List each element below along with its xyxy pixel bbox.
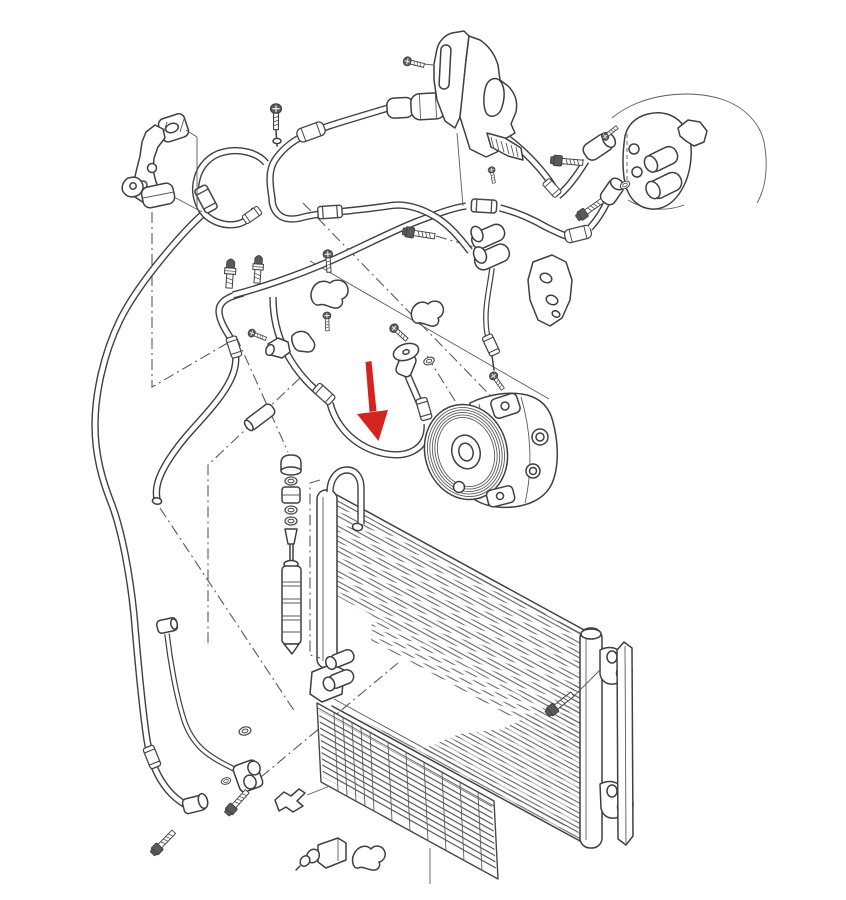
hose-sleeve-bottom — [142, 744, 162, 770]
union-bolt — [401, 225, 436, 242]
plate-port-upper — [643, 145, 679, 173]
plate-hole-2 — [631, 166, 643, 178]
hose-sleeve-3 — [470, 198, 498, 214]
hose-sleeve-part — [243, 403, 276, 432]
shield-screw — [401, 55, 426, 71]
fitting-bolt-2 — [222, 787, 252, 818]
receiver-drier — [280, 454, 321, 659]
body-contour-1 — [611, 93, 767, 204]
leader-bracket-bolt — [571, 668, 602, 699]
centerline-oring — [426, 355, 463, 413]
pipe-end-elbow — [155, 617, 179, 634]
hose-end-fitting — [181, 792, 209, 815]
plate-hook-bracket — [677, 119, 708, 147]
hose-sleeve-left — [225, 334, 243, 360]
condenser-top-edge-2 — [335, 499, 585, 637]
drier-oring-3 — [284, 516, 298, 526]
condenser-top-edge — [336, 494, 587, 632]
oring-2 — [220, 776, 232, 786]
retaining-clip — [274, 788, 306, 813]
hose-union-upper — [582, 131, 617, 161]
oring-1 — [237, 724, 253, 738]
condenser-inlet-pipe-end — [351, 522, 364, 532]
top-stud-bolt — [269, 103, 283, 147]
body-bracket — [527, 254, 573, 327]
drier-oring-1 — [284, 476, 298, 486]
hose-top-fitting — [392, 342, 420, 378]
condenser-fins-upper-streaks — [335, 500, 585, 730]
loop-ferrule-right — [241, 205, 263, 225]
shield-slot — [438, 44, 452, 90]
hose-ferrule-right — [414, 396, 434, 422]
hose-coupling-top-3 — [541, 177, 563, 199]
service-valve-1 — [223, 258, 238, 289]
fitting-bolt-1 — [148, 827, 178, 858]
leader-long — [309, 260, 550, 400]
shield-kidney-hole — [483, 77, 505, 117]
grille-dividers — [333, 712, 483, 872]
condenser-bottom-edge-2 — [333, 698, 579, 833]
oring-hose — [422, 355, 436, 367]
leader-bolt-fitting — [435, 235, 475, 248]
firewall-connector — [527, 93, 767, 327]
mounting-bracket — [121, 113, 203, 213]
centerline-to-drier — [235, 335, 289, 453]
compressor-lugs — [452, 392, 549, 508]
drier-oring-2 — [284, 505, 298, 515]
fitting-screw — [387, 321, 411, 344]
pipe-block-fitting — [232, 759, 264, 793]
clamp-cluster — [310, 248, 349, 332]
plate-port-lower — [645, 171, 683, 200]
heat-shield — [401, 30, 524, 207]
union-bolt-upper — [549, 154, 584, 169]
hose-ferrule-z — [481, 332, 501, 358]
hose-sleeve-1 — [316, 204, 344, 220]
leader-shield — [456, 132, 464, 207]
plate-hole-1 — [628, 143, 640, 155]
drier-connector — [284, 528, 298, 545]
air-grille — [306, 702, 499, 880]
compressor-port-stud — [487, 369, 507, 393]
leader-grille-clip — [306, 785, 331, 796]
condenser-fins-lower-streaks — [348, 678, 580, 841]
temperature-sensor — [295, 837, 347, 871]
hose-coupling-right — [562, 223, 594, 245]
service-valve-2 — [251, 254, 265, 284]
compressor-face-line — [520, 396, 531, 504]
red-arrow — [357, 361, 388, 441]
centerline-drier — [309, 479, 321, 659]
shield-screw-2 — [487, 165, 498, 185]
centerline-left — [159, 507, 296, 713]
centerline-bracket — [151, 212, 232, 388]
sealing-strip — [616, 641, 634, 846]
condenser-right-header — [579, 627, 603, 849]
condenser-right-header-cap — [580, 628, 602, 640]
condenser — [309, 470, 634, 849]
compressor — [423, 392, 558, 509]
bottom-parts — [274, 788, 431, 884]
condenser-bottom-edge — [331, 705, 581, 842]
condenser-ports — [309, 649, 355, 703]
union-cluster — [246, 327, 316, 359]
fitting-z-stem — [491, 355, 495, 371]
compressor-pulley — [423, 403, 509, 501]
drier-tip — [283, 643, 300, 655]
condenser-left-header — [316, 489, 338, 669]
drier-cap — [280, 454, 302, 471]
left-hoses — [95, 214, 264, 858]
hose-clamp-b — [410, 300, 445, 327]
hose-grommet-left — [311, 381, 337, 407]
pipe-clamp — [351, 845, 386, 871]
double-union-fitting — [470, 223, 511, 271]
hose-open-end — [151, 497, 163, 505]
hose-coupling-top-1 — [294, 119, 328, 145]
